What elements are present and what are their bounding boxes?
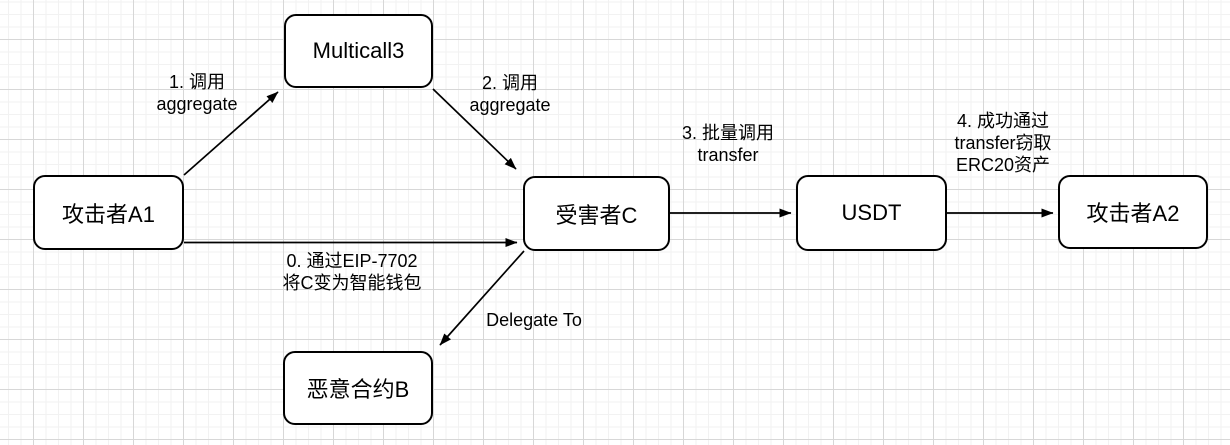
edge-label-1-call-aggregate: 1. 调用 aggregate: [156, 72, 238, 114]
edge-label-3-batch-transfer: 3. 批量调用 transfer: [681, 123, 775, 165]
node-victim-c[interactable]: 受害者C: [523, 176, 670, 251]
node-attacker-a2[interactable]: 攻击者A2: [1058, 175, 1208, 249]
node-attacker-a1[interactable]: 攻击者A1: [33, 175, 184, 250]
node-usdt-label: USDT: [841, 200, 902, 225]
edge-label-0-eip7702: 0. 通过EIP-7702 将C变为智能钱包: [282, 251, 422, 293]
edge-label-2-call-aggregate: 2. 调用 aggregate: [469, 73, 551, 115]
node-malicious-contract-b[interactable]: 恶意合约B: [283, 351, 433, 425]
node-multicall3-label: Multicall3: [312, 38, 405, 63]
node-attacker-a1-label: 攻击者A1: [62, 201, 155, 227]
node-victim-c-label: 受害者C: [555, 202, 638, 228]
edge-label-delegate-to: Delegate To: [486, 310, 582, 330]
node-usdt[interactable]: USDT: [796, 175, 947, 251]
node-malicious-contract-b-label: 恶意合约B: [306, 377, 410, 402]
edge-label-4-steal-erc20: 4. 成功通过 transfer窃取 ERC20资产: [954, 111, 1052, 175]
node-attacker-a2-label: 攻击者A2: [1086, 201, 1180, 226]
node-multicall3[interactable]: Multicall3: [284, 14, 433, 88]
